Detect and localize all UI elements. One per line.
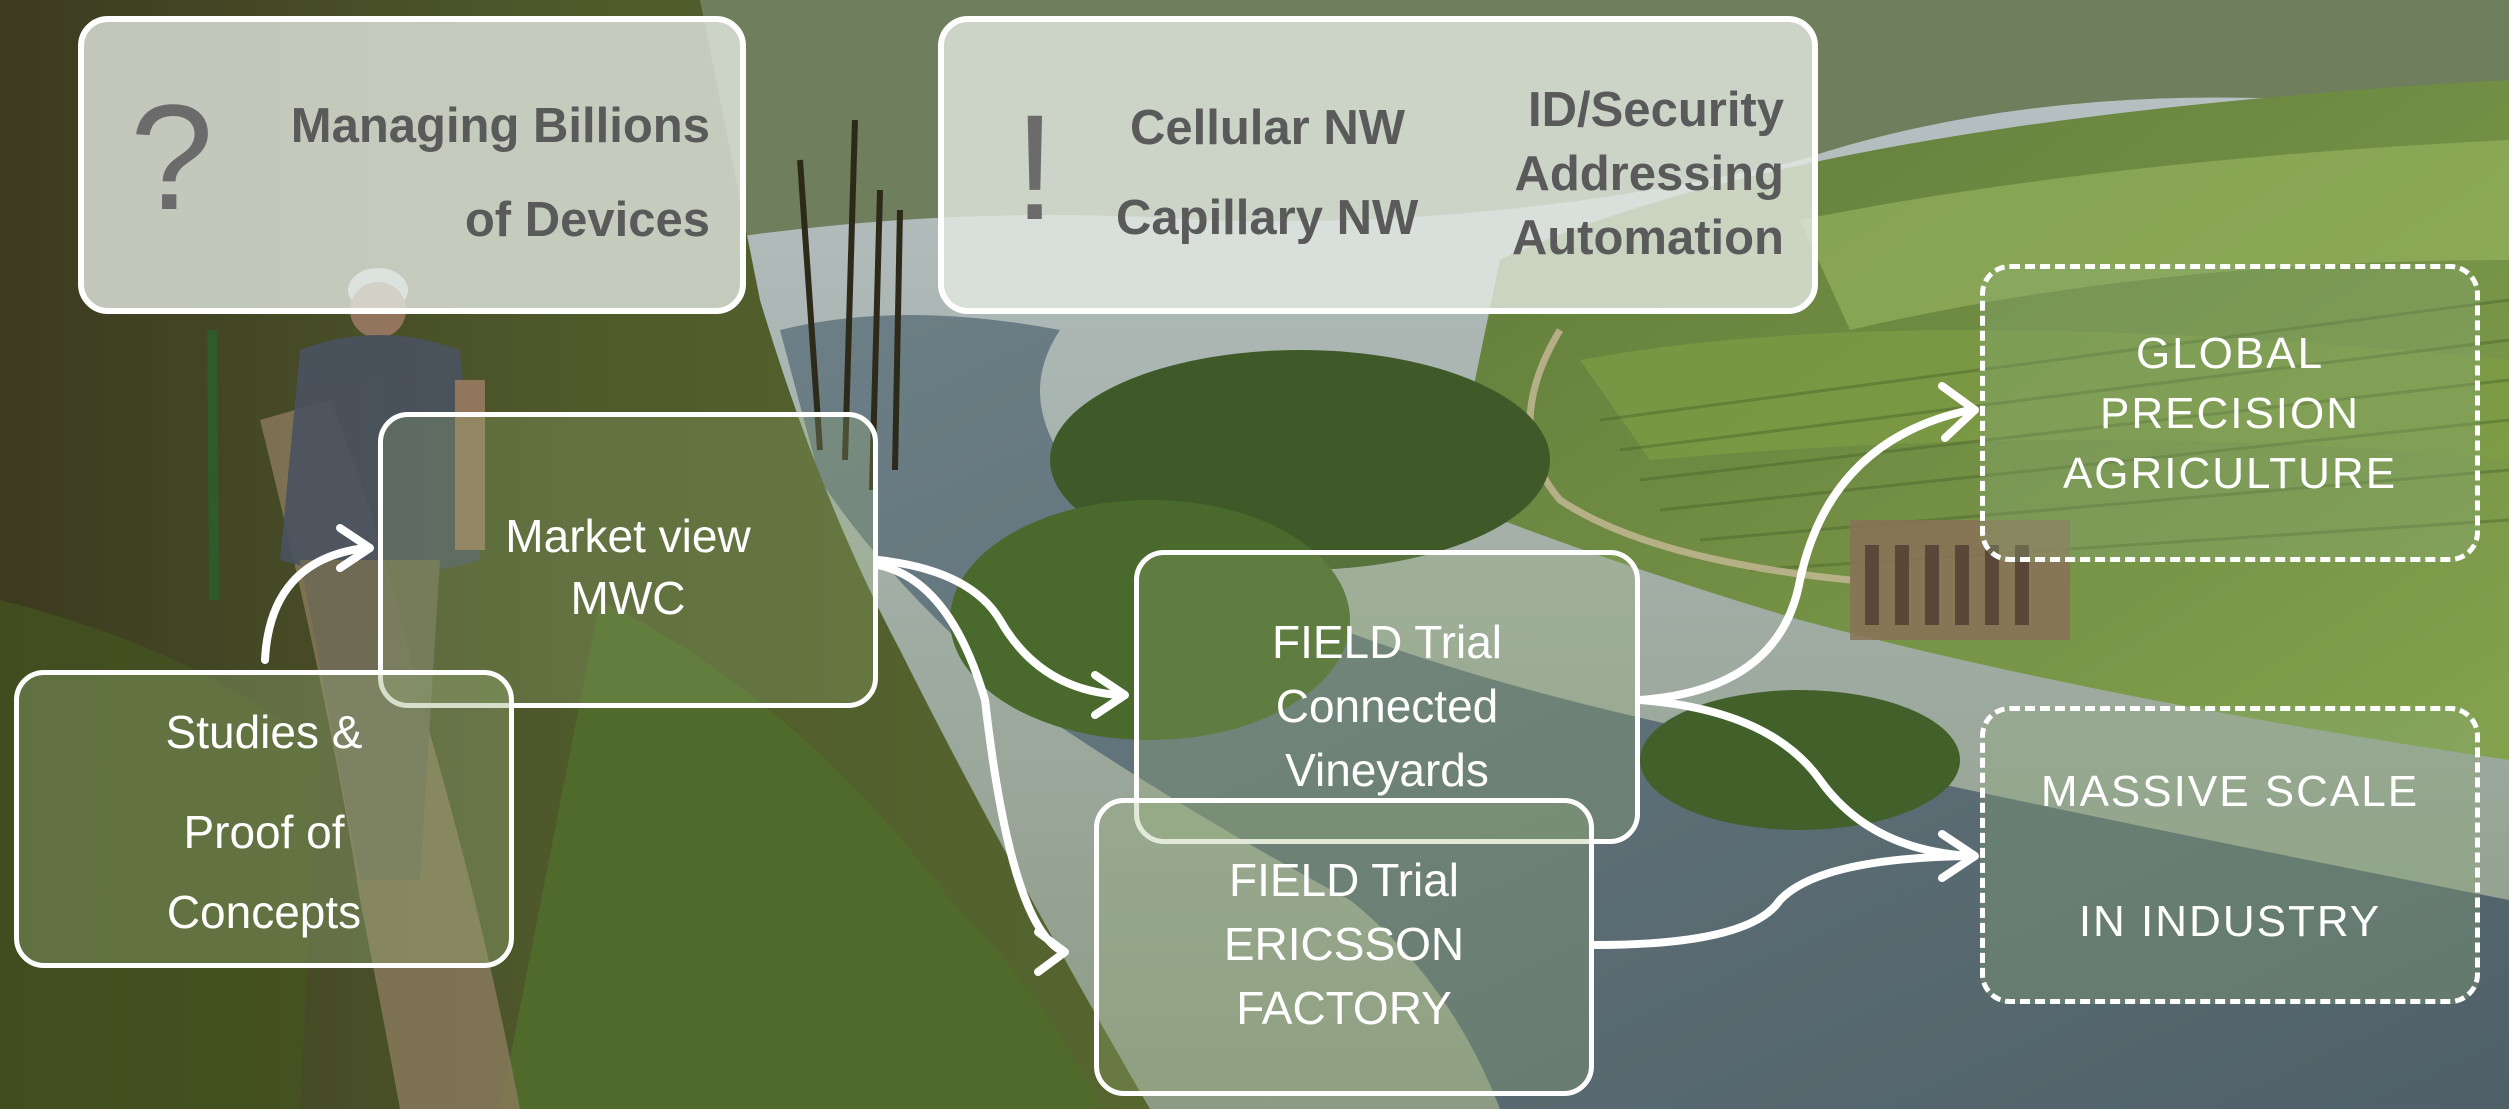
- question-mark-icon: ?: [130, 73, 214, 241]
- question-box: ? Managing Billions of Devices: [78, 16, 746, 314]
- agriculture-line-2: PRECISION: [2099, 389, 2361, 438]
- cellular-nw-label: Cellular NW: [1130, 101, 1405, 155]
- arrow-market-to-vineyards: [874, 556, 1124, 699]
- capillary-nw-label: Capillary NW: [1116, 191, 1419, 245]
- massive-scale-industry-box: MASSIVE SCALE IN INDUSTRY: [1980, 706, 2480, 1004]
- market-view-line-2: MWC: [570, 572, 686, 624]
- arrow-factory-to-industry: [1591, 852, 1974, 949]
- question-line-1: Managing Billions: [290, 99, 710, 153]
- studies-box: Studies & Proof of Concepts: [14, 670, 514, 968]
- market-view-line-1: Market view: [505, 510, 751, 562]
- arrow-head: [1938, 382, 1979, 442]
- exclamation-box: ! Cellular NW Capillary NW ID/Security A…: [938, 16, 1818, 314]
- factory-line-2: ERICSSON: [1223, 918, 1465, 970]
- vineyards-line-1: FIELD Trial: [1271, 616, 1503, 668]
- vineyards-line-2: Connected: [1275, 680, 1499, 732]
- agriculture-line-1: GLOBAL: [2135, 329, 2325, 378]
- studies-line-2: Proof of: [183, 806, 345, 858]
- industry-line-2: IN INDUSTRY: [2078, 897, 2382, 946]
- vineyards-line-3: Vineyards: [1285, 744, 1489, 796]
- addressing-label: Addressing: [1514, 147, 1784, 201]
- arrow-head: [336, 524, 374, 572]
- factory-line-1: FIELD Trial: [1228, 854, 1460, 906]
- factory-line-3: FACTORY: [1236, 982, 1452, 1034]
- factory-box: FIELD Trial ERICSSON FACTORY: [1094, 798, 1594, 1096]
- arrow-market-to-factory: [874, 561, 1064, 954]
- agriculture-line-3: AGRICULTURE: [2062, 449, 2398, 498]
- studies-line-3: Concepts: [166, 886, 362, 938]
- id-security-label: ID/Security: [1528, 83, 1784, 137]
- exclamation-mark-icon: !: [1014, 83, 1056, 251]
- studies-line-1: Studies &: [165, 706, 363, 758]
- arrow-vineyards-to-agriculture: [1636, 406, 1974, 704]
- arrow-head: [1034, 928, 1069, 976]
- automation-label: Automation: [1511, 211, 1784, 265]
- arrow-head: [1938, 830, 1979, 882]
- vineyards-box: FIELD Trial Connected Vineyards: [1134, 550, 1640, 844]
- industry-line-1: MASSIVE SCALE: [2040, 767, 2420, 816]
- global-precision-agriculture-box: GLOBAL PRECISION AGRICULTURE: [1980, 264, 2480, 562]
- market-view-box: Market view MWC: [378, 412, 878, 708]
- arrow-studies-to-market: [261, 544, 369, 664]
- arrow-head: [1091, 671, 1129, 719]
- question-line-2: of Devices: [464, 193, 710, 247]
- arrow-vineyards-to-industry: [1636, 696, 1974, 860]
